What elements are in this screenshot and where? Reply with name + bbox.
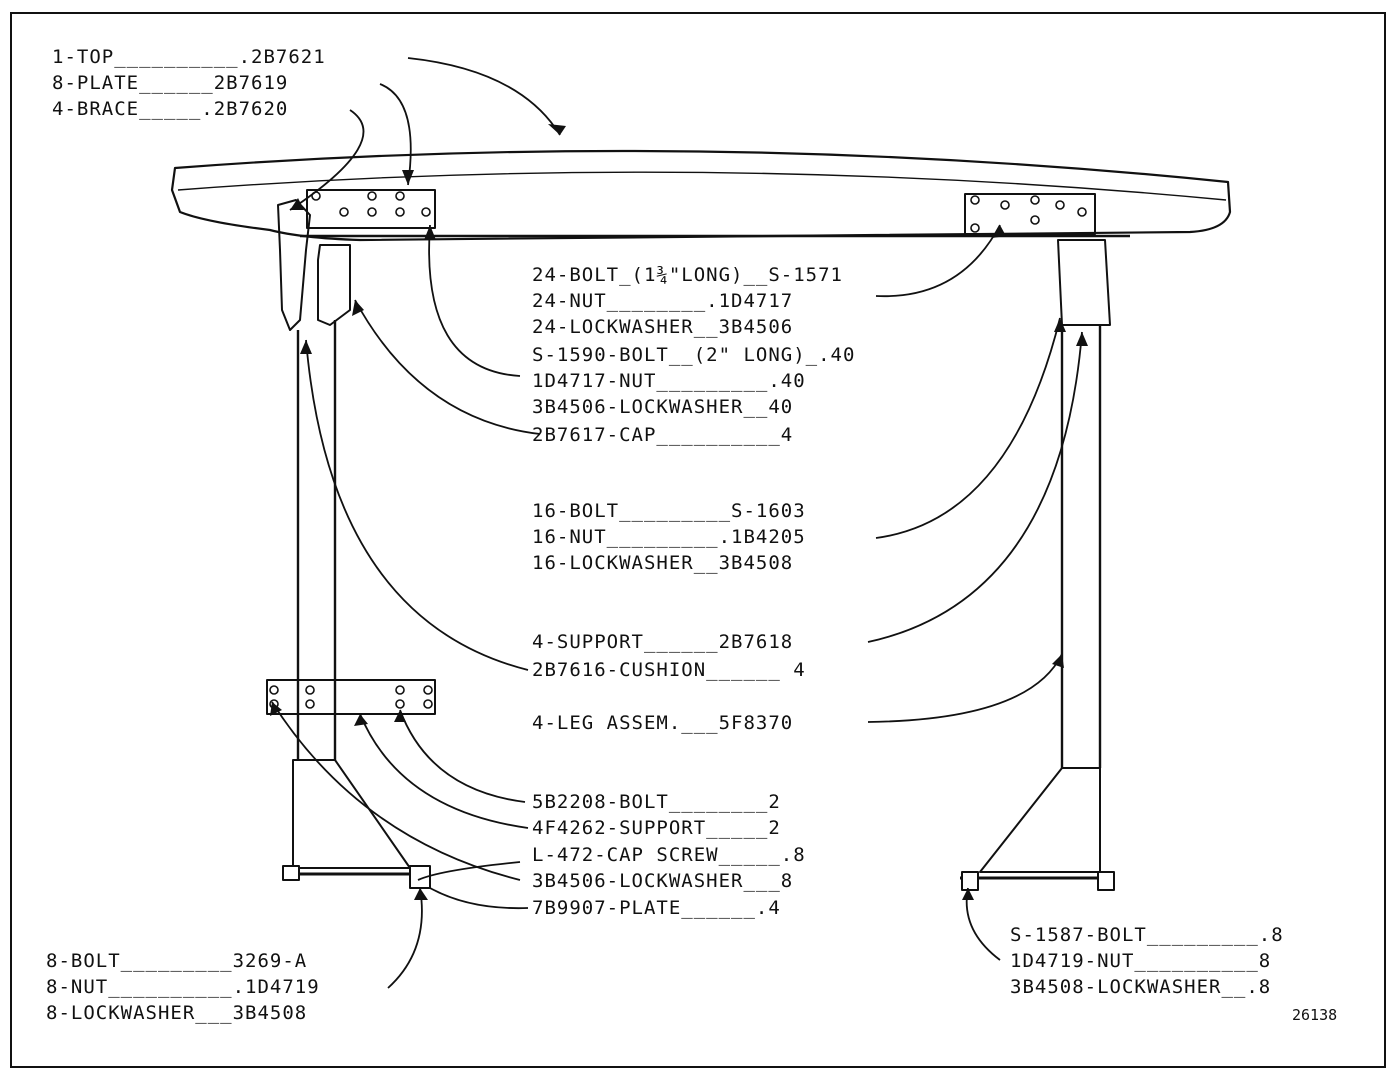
label-bolt-s1590: S-1590-BOLT__(2" LONG)_.40 [532, 344, 856, 366]
label-bolt-5b2208: 5B2208-BOLT________2 [532, 791, 781, 813]
label-bolt-8: 8-BOLT_________3269-A [46, 950, 308, 972]
left-leg [296, 320, 337, 760]
right-leg [1060, 325, 1102, 768]
label-cap: 2B7617-CAP__________4 [532, 424, 794, 446]
label-lockwasher-8: 8-LOCKWASHER___3B4508 [46, 1002, 308, 1024]
label-nut-24: 24-NUT________.1D4717 [532, 290, 794, 312]
label-nut-1d4719: 1D4719-NUT__________8 [1010, 950, 1272, 972]
table-top [170, 149, 1232, 242]
label-lockwasher-16: 16-LOCKWASHER__3B4508 [532, 552, 794, 574]
left-cap [317, 244, 351, 326]
top-plate-left [306, 189, 436, 229]
label-support-4f4262: 4F4262-SUPPORT_____2 [532, 817, 781, 839]
label-leg-assembly: 4-LEG ASSEM.___5F8370 [532, 712, 794, 734]
label-lockwasher-3b4506-b: 3B4506-LOCKWASHER___8 [532, 870, 794, 892]
label-lockwasher-3b4508: 3B4508-LOCKWASHER__.8 [1010, 976, 1272, 998]
right-foot-nut-1 [961, 871, 979, 891]
left-foot-nut-1 [282, 865, 300, 881]
label-bolt-16: 16-BOLT_________S-1603 [532, 500, 806, 522]
label-cushion: 2B7616-CUSHION______ 4 [532, 659, 806, 681]
top-plate-right [964, 193, 1096, 235]
label-lockwasher-24: 24-LOCKWASHER__3B4506 [532, 316, 794, 338]
label-nut-1d4717: 1D4717-NUT_________.40 [532, 370, 806, 392]
label-plate-7b9907: 7B9907-PLATE______.4 [532, 897, 781, 919]
figure-number: 26138 [1292, 1006, 1338, 1024]
left-support-plate [266, 679, 436, 715]
label-bolt-s1587: S-1587-BOLT_________.8 [1010, 924, 1284, 946]
label-cap-screw: L-472-CAP SCREW_____.8 [532, 844, 806, 866]
label-lockwasher-3b4506: 3B4506-LOCKWASHER__40 [532, 396, 794, 418]
label-brace: 4-BRACE_____.2B7620 [52, 98, 289, 120]
right-leg-base [979, 767, 1101, 873]
right-cap [1057, 239, 1111, 326]
label-support: 4-SUPPORT______2B7618 [532, 631, 794, 653]
left-brace [277, 199, 311, 331]
label-nut-16: 16-NUT_________.1B4205 [532, 526, 806, 548]
label-nut-8: 8-NUT__________.1D4719 [46, 976, 320, 998]
label-top: 1-TOP__________.2B7621 [52, 46, 326, 68]
label-bolt-24: 24-BOLT_(1¾"LONG)__S-1571 [532, 264, 843, 286]
left-leg-base [292, 759, 411, 869]
drawing-frame [10, 12, 1386, 1068]
label-plate: 8-PLATE______2B7619 [52, 72, 289, 94]
right-foot-nut-2 [1097, 871, 1115, 891]
